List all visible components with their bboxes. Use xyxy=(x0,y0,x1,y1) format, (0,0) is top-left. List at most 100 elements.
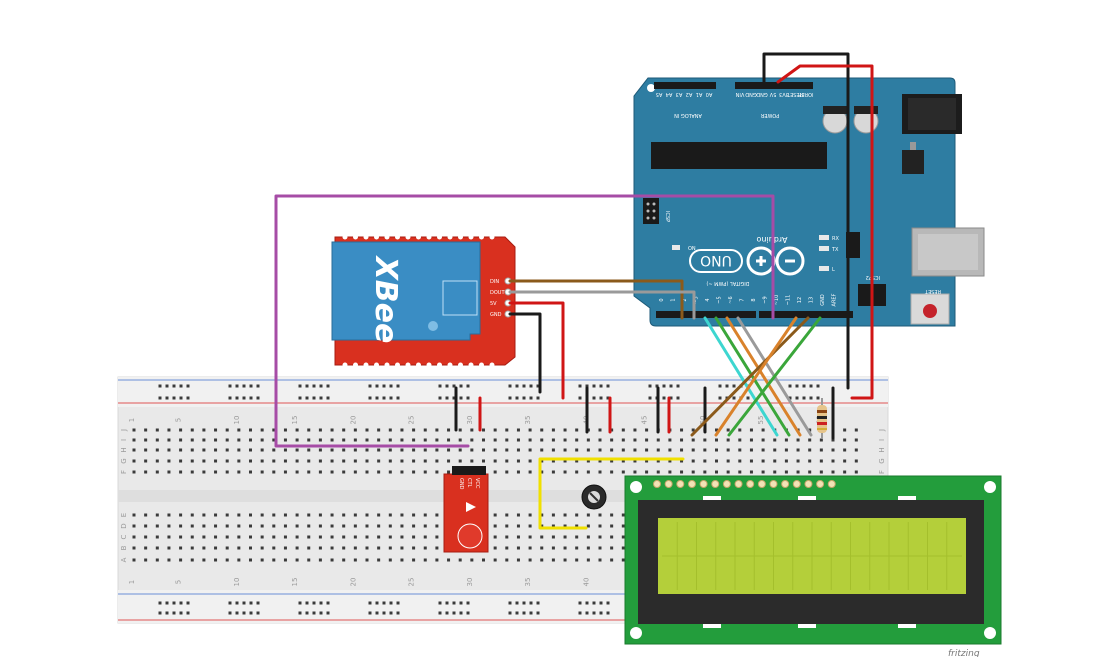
footer-credit: fritzing xyxy=(948,649,980,657)
column-number-bottom: 10 xyxy=(233,578,241,587)
digital-pin-label: ~3 xyxy=(694,296,700,303)
column-number-bottom: 40 xyxy=(582,578,590,587)
potentiometer[interactable] xyxy=(581,484,607,510)
row-letter: F xyxy=(878,470,886,474)
rx-led xyxy=(819,235,829,240)
digital-pin-label: ~5 xyxy=(717,296,723,303)
wire-red-5v-top xyxy=(776,64,874,400)
wire-red-xbee-5v xyxy=(508,301,565,400)
resistor xyxy=(817,398,827,438)
power-pin-label: 5V xyxy=(769,91,776,97)
digital-pin-label: 0 xyxy=(659,298,665,301)
digital-pin-label: ~9 xyxy=(763,296,769,303)
column-number-bottom: 1 xyxy=(128,580,136,584)
row-letter: H xyxy=(120,447,128,452)
row-letter: J xyxy=(120,429,128,432)
wire-green-2 xyxy=(727,316,822,437)
wire-brown-lcd xyxy=(690,316,810,437)
power-pin-label: RESET xyxy=(786,91,803,97)
column-number-top: 5 xyxy=(175,418,183,422)
digital-pin-label: 4 xyxy=(705,298,711,301)
wire-orange-2 xyxy=(714,316,798,437)
column-number-bottom: 5 xyxy=(175,580,183,584)
sensor-element xyxy=(457,523,483,549)
digital-pin-label: ~6 xyxy=(728,296,734,303)
xbee-pin-label: GND xyxy=(490,312,502,318)
row-letter: I xyxy=(878,439,886,441)
column-number-top: 10 xyxy=(233,416,241,425)
power-pin-label: IOREF xyxy=(798,91,813,97)
l-led xyxy=(819,266,829,271)
wire-brown-din xyxy=(508,279,684,320)
l-label: L xyxy=(832,267,835,273)
atmega-chip xyxy=(651,142,827,169)
column-number-bottom: 30 xyxy=(466,578,474,587)
xbee-pin-label: DIN xyxy=(490,279,499,285)
digital-pin-label: ~11 xyxy=(786,295,792,306)
xbee-logo: XBee xyxy=(368,255,403,344)
digital-pin-label: 12 xyxy=(797,297,803,303)
digital-header-upper xyxy=(759,311,853,318)
column-number-top: 20 xyxy=(349,416,357,425)
sensor-pin-label: CTL xyxy=(466,478,472,488)
digital-title: DIGITAL (PWM ~) xyxy=(706,280,749,286)
analog-pin-label: A0 xyxy=(706,91,713,97)
column-number-bottom: 25 xyxy=(408,578,416,587)
power-pin-label: 3V3 xyxy=(779,91,789,97)
xbee-pin-label: DOUT xyxy=(490,290,505,296)
analog-title: ANALOG IN xyxy=(674,112,702,118)
column-number-top: 1 xyxy=(128,418,136,422)
analog-pin-label: A1 xyxy=(696,91,703,97)
wire-green-1 xyxy=(714,316,791,437)
row-letter: G xyxy=(878,458,886,463)
column-number-bottom: 15 xyxy=(291,578,299,587)
top-power-rail xyxy=(118,377,888,407)
row-letter: B xyxy=(120,545,128,550)
wire-gray-dout xyxy=(508,290,696,320)
sensor-pin-label: GND xyxy=(458,478,464,490)
row-letter: C xyxy=(120,534,128,539)
tx-led xyxy=(819,246,829,251)
on-label: ON xyxy=(688,246,696,252)
analog-pin-label: A3 xyxy=(676,91,683,97)
icsp-header xyxy=(643,198,659,224)
xbee-chip xyxy=(442,280,478,316)
wire-orange-1 xyxy=(725,316,802,437)
row-letter: A xyxy=(120,557,128,562)
analog-header xyxy=(654,82,716,89)
wire-purple xyxy=(274,194,775,448)
digital-pin-label: GND xyxy=(820,294,826,306)
tx-label: TX xyxy=(831,247,839,253)
column-number-bottom: 20 xyxy=(349,578,357,587)
power-pin-label: GND xyxy=(756,91,768,97)
column-number-bottom: 35 xyxy=(524,578,532,587)
column-number-top: 35 xyxy=(524,416,532,425)
power-header xyxy=(735,82,813,89)
lcd-character-grid xyxy=(662,522,962,590)
xbee-castellations xyxy=(342,234,495,368)
analog-pin-label: A5 xyxy=(656,91,663,97)
column-number-top: 55 xyxy=(757,416,765,425)
column-number-top: 15 xyxy=(291,416,299,425)
icsp-label: ICSP xyxy=(664,211,670,222)
power-pin-label: VIN xyxy=(735,91,744,97)
row-letter: F xyxy=(120,470,128,474)
digital-pin-label: 13 xyxy=(809,297,815,303)
wire-black-xbee-gnd xyxy=(508,312,542,394)
digital-pin-label: 7 xyxy=(740,298,746,301)
digital-pin-label: ~10 xyxy=(774,295,780,306)
digital-header-lower xyxy=(656,311,756,318)
analog-pin-label: A2 xyxy=(686,91,693,97)
voltage-regulator xyxy=(902,150,924,174)
wire-black-gnd-top xyxy=(762,52,850,390)
wire-yellow xyxy=(538,457,685,530)
uno-label: UNO xyxy=(700,252,732,268)
